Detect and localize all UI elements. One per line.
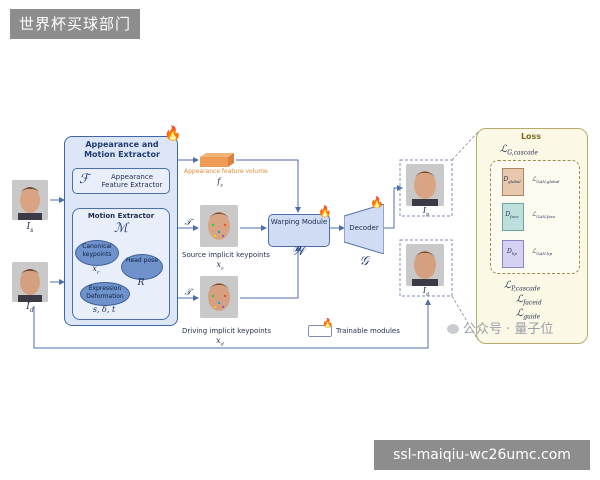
predicted-output-image [406, 164, 444, 206]
head-pose-node: Head pose [121, 254, 163, 280]
d-global [502, 168, 524, 196]
arrow-decoder-to-output [384, 185, 403, 229]
trainable-legend-box [308, 325, 332, 337]
gan-face-label: ℒGAN,face [532, 211, 556, 220]
d-face [502, 203, 524, 231]
tau-bottom: 𝒯 [184, 288, 192, 298]
driving-image [12, 262, 48, 302]
zoom-line-bottom [451, 295, 479, 341]
fire-icon: 🔥 [318, 205, 332, 218]
trainable-legend-label: Trainable modules [336, 327, 400, 335]
feature-volume-label: Appearance feature volume [184, 168, 268, 175]
loss-guide: ℒguide [516, 308, 541, 321]
canonical-keypoints-node: Canonical keypoints [75, 240, 119, 266]
fire-icon: 🔥 [322, 319, 334, 329]
d-lip-label: Dlip [507, 248, 517, 257]
feature-volume-symbol: fs [217, 177, 223, 189]
source-input-label: Is [26, 222, 34, 234]
driving-output-label: Id [422, 286, 430, 298]
zoom-line-top [451, 131, 479, 161]
tau-top: 𝒯 [184, 218, 192, 228]
d-global-label: Dglobal [503, 176, 521, 185]
driving-keypoints-symbol: xd [216, 336, 224, 348]
wechat-watermark: 公众号 · 量子位 [447, 318, 553, 337]
predicted-output-label: Ip [422, 206, 430, 218]
params-symbol: s, δ, t [92, 305, 116, 314]
appearance-feature-extractor: ℱ Appearance Feature Extractor [72, 168, 170, 194]
decoder-label: Decoder [349, 224, 379, 232]
expression-deformation-node: Expression Deformation [80, 282, 130, 306]
wechat-icon [447, 324, 459, 334]
source-image [12, 180, 48, 220]
head-pose-symbol: R [137, 278, 145, 288]
warping-module: Warping Module [268, 214, 330, 247]
loss-title: Loss [520, 132, 542, 141]
driving-keypoints-label: Driving implicit keypoints [182, 327, 272, 335]
arrow-driving-kp-to-warping [240, 245, 301, 299]
gan-lip-label: ℒGAN,lip [532, 248, 553, 257]
watermark-top-left: 世界杯买球部门 [10, 9, 140, 39]
arrow-feature-to-warping [236, 159, 301, 213]
extractor-title: Appearance and Motion Extractor [84, 140, 160, 159]
output-driving-frame [399, 239, 453, 297]
driving-keypoints-image [200, 276, 238, 318]
source-keypoints-symbol: xs [216, 260, 224, 272]
feature-volume [200, 152, 234, 167]
loss-g-cascade: ℒG,cascade [500, 144, 539, 157]
gan-global-label: ℒGAN,global [532, 176, 560, 185]
d-face-label: Dface [505, 211, 519, 220]
arrow-driving-bypass [33, 299, 431, 349]
driving-input-label: Id [26, 302, 34, 314]
fire-icon: 🔥 [164, 126, 182, 142]
warping-symbol: 𝒲 [291, 244, 305, 259]
output-pred-frame [399, 159, 453, 217]
fire-icon: 🔥 [370, 196, 384, 209]
loss-faceid: ℒfaceid [516, 294, 542, 307]
driving-output-image [406, 244, 444, 286]
loss-p-cascade: ℒP,cascade [504, 280, 541, 293]
decoder-symbol: 𝒢 [359, 254, 369, 269]
watermark-bottom-right: ssl-maiqiu-wc26umc.com [374, 440, 590, 470]
source-keypoints-label: Source implicit keypoints [182, 251, 270, 259]
d-lip [502, 240, 524, 268]
source-keypoints-image [200, 205, 238, 247]
canonical-symbol: xc [92, 264, 100, 276]
